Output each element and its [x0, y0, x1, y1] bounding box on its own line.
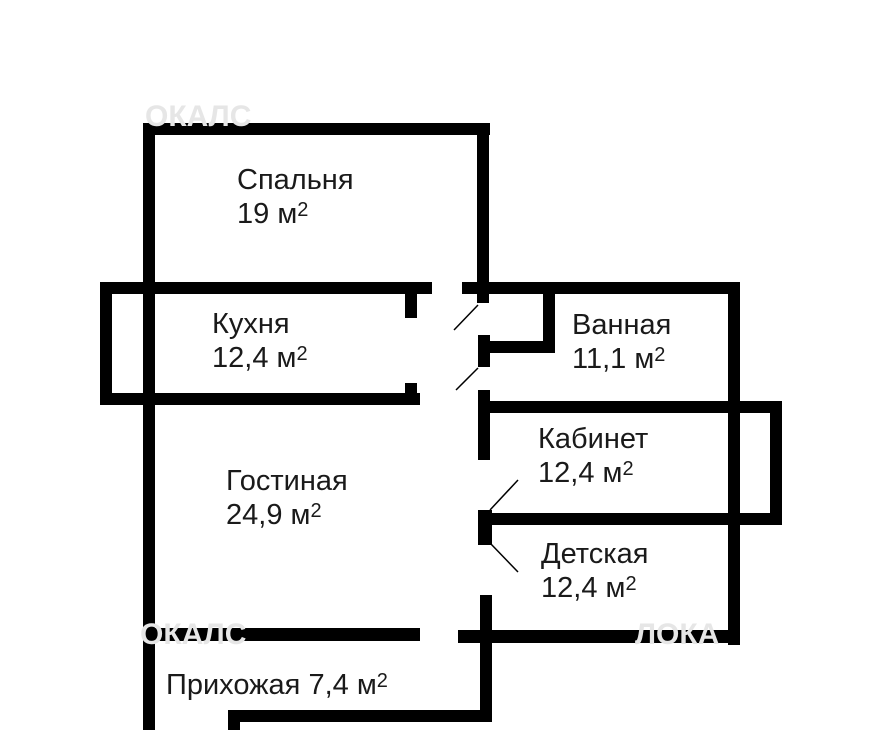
- room-label-study: Кабинет 12,4 м2: [538, 423, 649, 489]
- room-label-nursery: Детская 12,4 м2: [541, 538, 649, 604]
- door-swings: [453, 304, 519, 573]
- room-label-hallway: Прихожая 7,4 м2: [166, 669, 388, 701]
- watermark: ЛОКА: [635, 618, 720, 651]
- room-label-kitchen: Кухня 12,4 м2: [212, 308, 308, 374]
- watermark: ОКАЛС: [145, 100, 252, 133]
- room-label-bedroom: Спальня 19 м2: [237, 164, 354, 230]
- watermark: ОКАЛС: [140, 618, 247, 651]
- room-label-bathroom: Ванная 11,1 м2: [572, 309, 672, 375]
- room-label-living-room: Гостиная 24,9 м2: [226, 465, 348, 531]
